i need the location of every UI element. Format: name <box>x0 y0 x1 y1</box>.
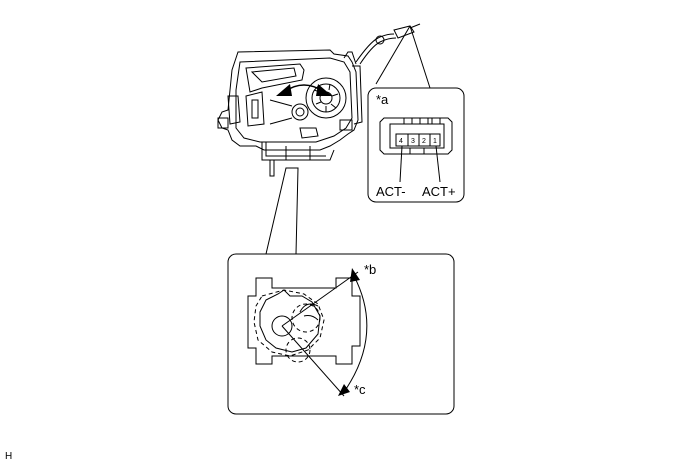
sweep-arc <box>343 275 368 393</box>
callout-leader-connector <box>375 25 431 89</box>
act-plus-label: ACT+ <box>422 184 456 199</box>
rotation-detail-box: *b *c <box>227 253 455 415</box>
callout-c-label: *c <box>354 382 366 397</box>
callout-a-label: *a <box>376 92 389 107</box>
pin-2: 2 <box>422 138 426 145</box>
detail-leader <box>265 167 299 255</box>
pin-3: 3 <box>411 138 415 145</box>
position-b-line <box>281 271 359 327</box>
act-minus-leader <box>399 145 403 183</box>
connector-callout-box: *a 4 3 2 1 ACT- ACT+ <box>367 87 465 203</box>
pin-1: 1 <box>433 138 437 145</box>
callout-b-label: *b <box>364 262 376 277</box>
connector-face: 4 3 2 1 <box>379 117 453 155</box>
position-c-line <box>281 325 345 397</box>
figure-code: H <box>5 451 12 462</box>
pin-4: 4 <box>399 138 403 145</box>
damper-servo-actuator <box>217 23 421 177</box>
act-minus-label: ACT- <box>376 184 406 199</box>
act-plus-leader <box>435 145 441 183</box>
